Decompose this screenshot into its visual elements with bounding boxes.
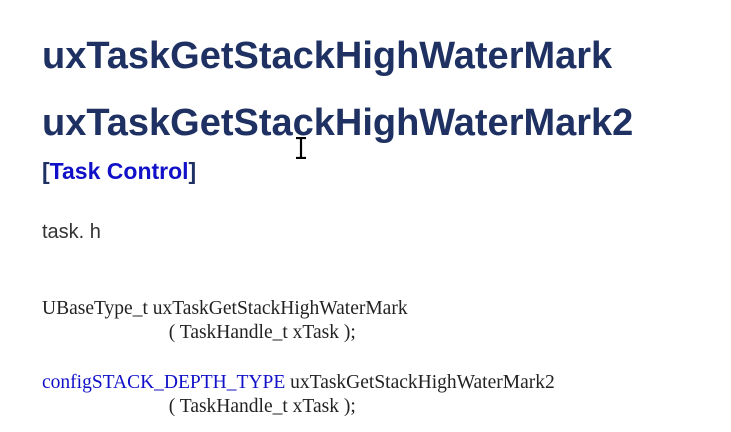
task-control-link[interactable]: Task Control xyxy=(49,158,189,184)
category-breadcrumb: [Task Control] xyxy=(42,157,196,185)
function-params: ( TaskHandle_t xTask ); xyxy=(168,322,356,343)
header-file-label: task. h xyxy=(42,221,101,243)
return-type-link[interactable]: configSTACK_DEPTH_TYPE xyxy=(42,372,286,393)
page-title: uxTaskGetStackHighWaterMark xyxy=(42,35,613,77)
function-prototype-2: configSTACK_DEPTH_TYPE uxTaskGetStackHig… xyxy=(42,371,555,419)
text-cursor-icon xyxy=(296,137,306,159)
function-name: uxTaskGetStackHighWaterMark xyxy=(152,298,408,319)
function-prototype: UBaseType_t uxTaskGetStackHighWaterMark … xyxy=(42,297,408,345)
return-type: UBaseType_t xyxy=(42,298,148,319)
open-bracket: [ xyxy=(42,158,50,184)
close-bracket: ] xyxy=(188,158,197,184)
page-title-secondary: uxTaskGetStackHighWaterMark2 xyxy=(42,102,634,144)
function-name-2: uxTaskGetStackHighWaterMark2 xyxy=(290,372,555,393)
function-params-2: ( TaskHandle_t xTask ); xyxy=(168,396,356,417)
